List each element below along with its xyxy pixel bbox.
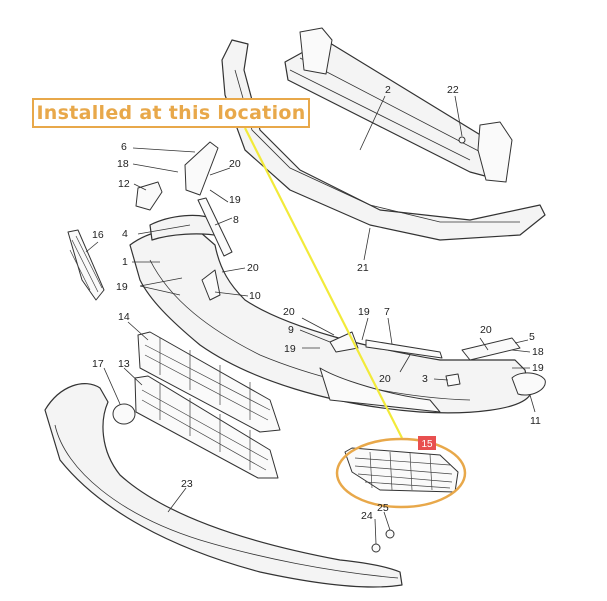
label-19e: 19: [532, 362, 544, 374]
label-20e: 20: [379, 373, 391, 385]
label-17: 17: [92, 358, 104, 370]
label-24: 24: [361, 510, 373, 522]
label-22: 22: [447, 84, 459, 96]
label-7: 7: [384, 306, 390, 318]
label-19c: 19: [358, 306, 370, 318]
label-6: 6: [121, 141, 127, 153]
bolt-24: [371, 543, 381, 553]
highlighted-grille: [344, 447, 459, 493]
label-2: 2: [385, 84, 391, 96]
label-8: 8: [233, 214, 239, 226]
front-spoiler: [44, 383, 403, 588]
label-3: 3: [422, 373, 428, 385]
label-13: 13: [118, 358, 130, 370]
label-19a: 19: [229, 194, 241, 206]
side-grille-left: [67, 229, 105, 301]
clip-3: [445, 373, 461, 387]
part-labels: 2 22 6 18 20 12 19 8 4 16 1 21 20 19 10 …: [92, 84, 544, 522]
bracket-6: [184, 141, 219, 196]
label-20d: 20: [480, 324, 492, 336]
label-21: 21: [357, 262, 369, 274]
lower-grille-upper: [137, 331, 281, 433]
label-14: 14: [118, 311, 130, 323]
label-20b: 20: [247, 262, 259, 274]
label-25: 25: [377, 502, 389, 514]
lower-grille-lower: [134, 375, 279, 479]
bracket-12: [135, 181, 163, 211]
bracket-8: [197, 197, 233, 257]
part-15-badge: [418, 436, 436, 450]
label-20a: 20: [229, 158, 241, 170]
label-4: 4: [122, 228, 128, 240]
label-11: 11: [530, 415, 541, 427]
label-15: 15: [421, 439, 433, 450]
impact-beam: [284, 27, 513, 183]
bolt-22: [458, 136, 466, 144]
callout-pointer: [244, 127, 403, 439]
trim-7: [365, 339, 443, 359]
foglamp-bezel-11: [511, 372, 546, 396]
label-23: 23: [181, 478, 193, 490]
label-20c: 20: [283, 306, 295, 318]
label-1: 1: [122, 256, 128, 268]
bracket-5: [461, 337, 521, 361]
installed-location-callout: Installed at this location: [32, 98, 310, 128]
label-12: 12: [118, 178, 130, 190]
label-18b: 18: [532, 346, 544, 358]
label-10: 10: [249, 290, 261, 302]
label-18a: 18: [117, 158, 129, 170]
label-5: 5: [529, 331, 535, 343]
label-19b: 19: [116, 281, 128, 293]
tow-hook-cover: [112, 403, 136, 425]
label-19d: 19: [284, 343, 296, 355]
highlight-ellipse: [335, 437, 467, 509]
nut-25: [385, 529, 395, 539]
bracket-10: [201, 269, 221, 301]
leader-lines: [85, 95, 536, 545]
label-16: 16: [92, 229, 104, 241]
label-9: 9: [288, 324, 294, 336]
